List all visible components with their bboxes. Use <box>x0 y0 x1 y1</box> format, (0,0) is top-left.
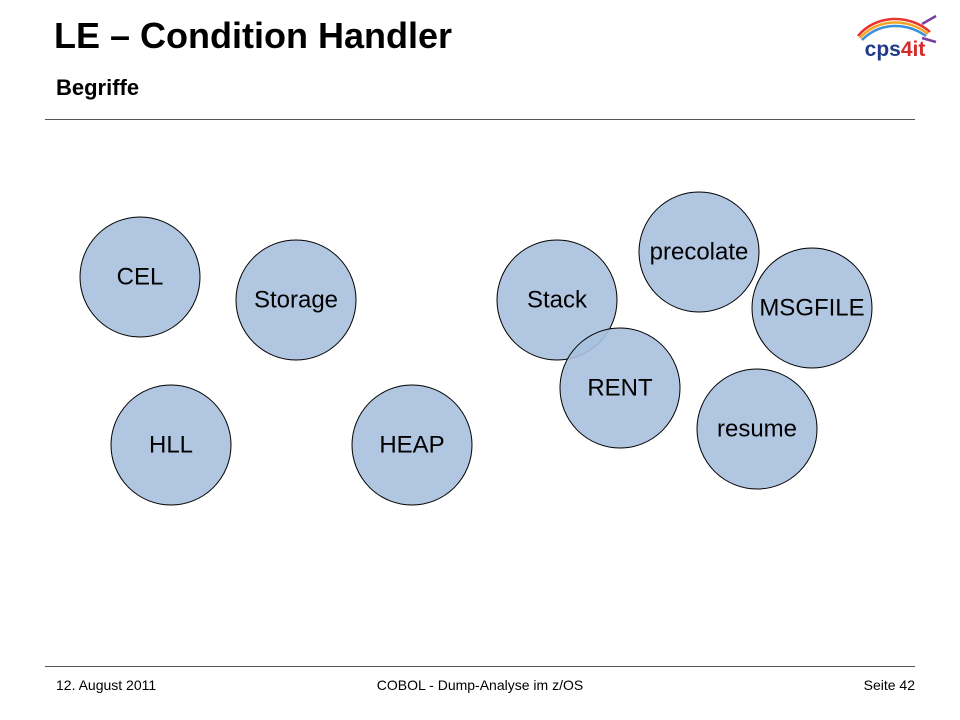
node-resume: resume <box>696 368 818 490</box>
node-precolate: precolate <box>638 191 760 313</box>
logo-text-main: cps <box>864 38 901 61</box>
cps4it-logo: cps4it <box>852 14 938 64</box>
node-label-hll: HLL <box>149 432 193 459</box>
node-label-cel: CEL <box>117 264 164 291</box>
header-divider <box>45 119 915 120</box>
node-label-storage: Storage <box>254 287 338 314</box>
node-storage: Storage <box>235 239 357 361</box>
node-rent: RENT <box>559 327 681 449</box>
node-label-heap: HEAP <box>379 432 444 459</box>
logo-text-accent: 4it <box>900 38 926 61</box>
node-label-precolate: precolate <box>650 239 749 266</box>
slide-subtitle: Begriffe <box>56 75 140 100</box>
footer-date: 12. August 2011 <box>56 677 157 693</box>
footer-course-title: COBOL - Dump-Analyse im z/OS <box>376 677 584 693</box>
node-label-stack: Stack <box>527 287 588 314</box>
node-label-rent: RENT <box>587 375 653 402</box>
footer-page-number: Seite 42 <box>863 677 915 693</box>
fish-swoosh-icon <box>857 14 937 44</box>
node-cel: CEL <box>79 216 201 338</box>
node-stack: Stack <box>496 239 618 361</box>
node-hll: HLL <box>110 384 232 506</box>
node-label-resume: resume <box>717 416 797 443</box>
node-label-msgfile: MSGFILE <box>759 295 864 322</box>
node-heap: HEAP <box>351 384 473 506</box>
footer-divider <box>45 666 915 667</box>
logo-wordmark: cps4it <box>852 38 938 62</box>
slide-title: LE – Condition Handler <box>54 15 453 56</box>
node-msgfile: MSGFILE <box>751 247 873 369</box>
